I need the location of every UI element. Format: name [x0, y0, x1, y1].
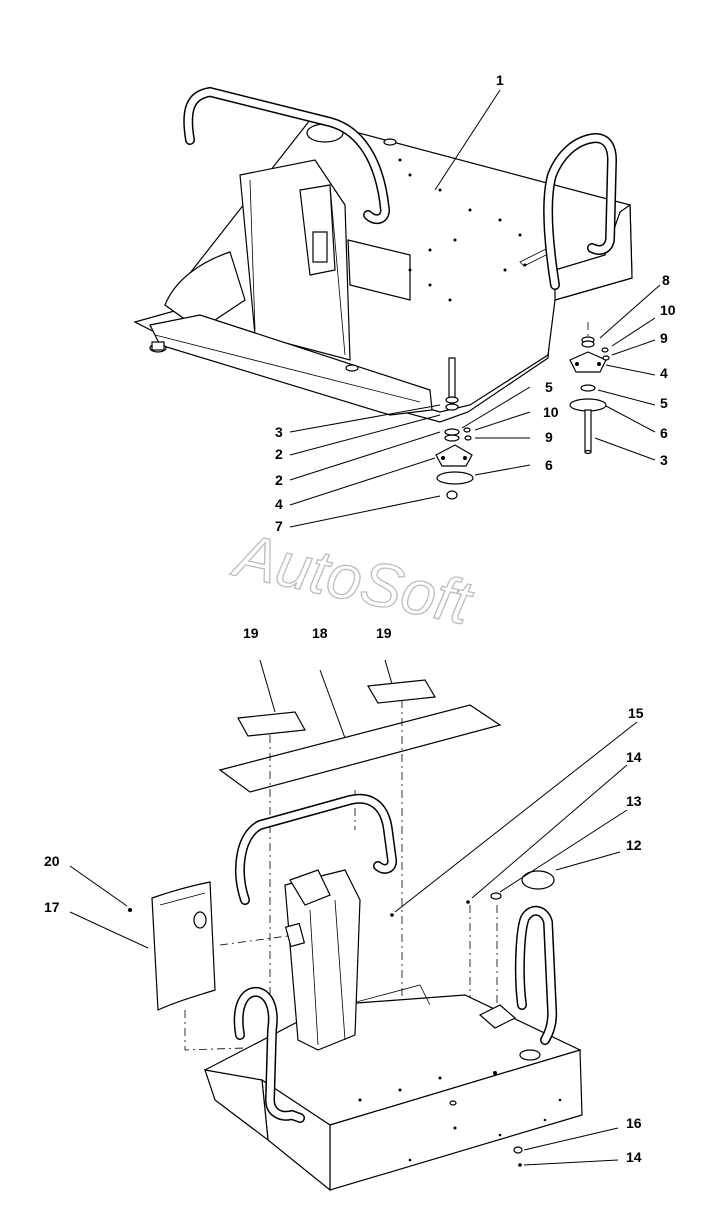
- nut-7: [446, 490, 458, 500]
- callout-3: 3: [660, 452, 668, 468]
- callout-5: 5: [660, 395, 668, 411]
- callout-20: 20: [44, 853, 60, 869]
- right-mount-hardware: [569, 322, 610, 455]
- seat-base-box: [203, 984, 583, 1192]
- seat-pads: [218, 659, 502, 793]
- cap-12: [521, 870, 555, 890]
- callout-6: 6: [545, 457, 553, 473]
- seat-platform-assembly: [133, 119, 633, 423]
- callout-5: 5: [545, 379, 553, 395]
- callout-17: 17: [44, 899, 60, 915]
- handle-bar-right: [543, 132, 618, 290]
- callout-18: 18: [312, 625, 328, 641]
- screw-20: [128, 908, 132, 912]
- callout-1: 1: [496, 72, 504, 88]
- lower-left-handle: [233, 986, 305, 1123]
- callout-15: 15: [628, 705, 644, 721]
- callout-9: 9: [660, 330, 668, 346]
- callout-19: 19: [243, 625, 259, 641]
- callout-6: 6: [660, 425, 668, 441]
- side-cover-17: [151, 881, 216, 1011]
- handle-bar-rear: [186, 34, 266, 189]
- disc-6-right: [569, 398, 607, 412]
- top-leader-lines: [289, 89, 661, 528]
- screw-14: [466, 900, 470, 904]
- stud-3-center: [448, 357, 456, 399]
- stud-3-right: [584, 409, 592, 453]
- callout-9: 9: [545, 429, 553, 445]
- screw-14b: [518, 1163, 522, 1167]
- lower-right-handle: [514, 905, 558, 1045]
- callout-4: 4: [660, 365, 668, 381]
- center-mount-hardware: [435, 357, 474, 500]
- callout-13: 13: [626, 793, 642, 809]
- callout-7: 7: [275, 518, 283, 534]
- callout-3: 3: [275, 424, 283, 440]
- callout-16: 16: [626, 1115, 642, 1131]
- callout-14: 14: [626, 749, 642, 765]
- pad-19-right: [367, 679, 436, 704]
- callout-10: 10: [543, 404, 559, 420]
- bottom-leader-lines: [69, 721, 638, 1166]
- seat-column: [284, 869, 361, 1051]
- callout-19: 19: [376, 625, 392, 641]
- plug-16: [513, 1146, 523, 1154]
- callout-2: 2: [275, 446, 283, 462]
- callout-12: 12: [626, 837, 642, 853]
- handle-bar-front: [183, 86, 391, 225]
- callout-4: 4: [275, 496, 283, 512]
- strip-18: [218, 704, 502, 793]
- deck-holes: [398, 158, 527, 302]
- grommet-13: [490, 892, 502, 900]
- screw-15: [390, 913, 394, 917]
- pad-19-left: [237, 711, 306, 737]
- disc-6-center: [436, 471, 474, 485]
- mount-4-center: [435, 444, 473, 467]
- mount-4-right: [569, 351, 607, 373]
- callout-8: 8: [662, 272, 670, 288]
- callout-2: 2: [275, 472, 283, 488]
- small-parts: [128, 870, 555, 1167]
- callout-10: 10: [660, 302, 676, 318]
- seat-handle-bar: [235, 793, 398, 905]
- callout-14: 14: [626, 1149, 642, 1165]
- callout-labels: 1 8 10 9 4 5 6 3 3 2 2 4 7 5 10 9 6 19 1…: [44, 72, 676, 1165]
- watermark: AutoSoft: [226, 520, 480, 638]
